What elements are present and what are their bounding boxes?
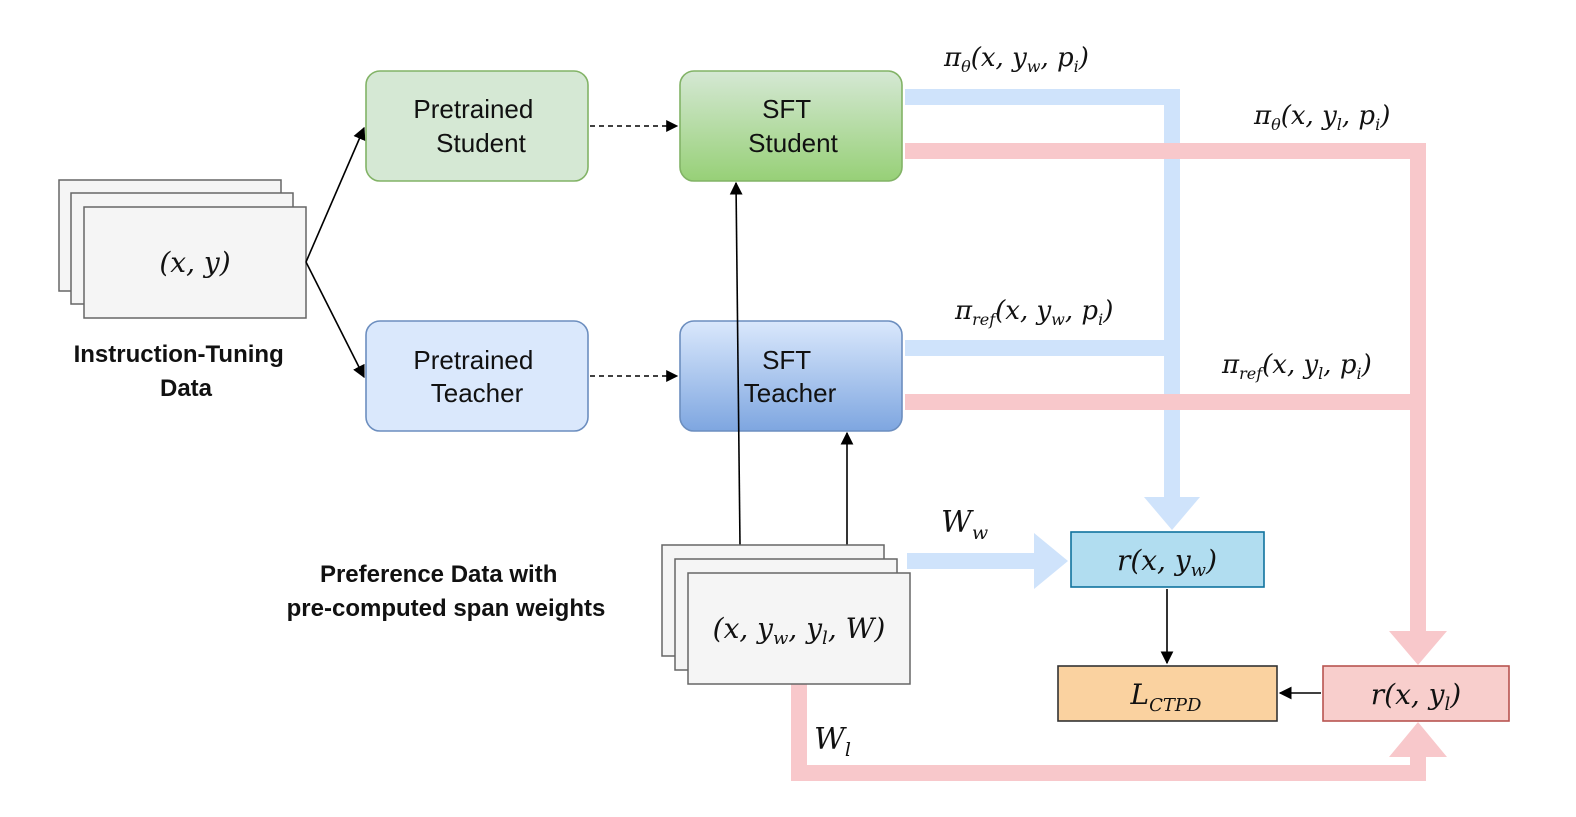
flow-arrowhead-l-bottom xyxy=(1389,722,1447,757)
preference-data-caption: Preference Data with pre-computed span w… xyxy=(287,561,606,622)
flow-arrowhead-l-top xyxy=(1389,631,1447,665)
preference-data-stack: (x, yw, yl, W) xyxy=(661,544,911,685)
flow-weight-l xyxy=(791,684,1426,781)
flow-arrowhead-weight-w xyxy=(1034,533,1068,589)
flow-pi-theta-w xyxy=(905,89,1180,505)
flow-paths xyxy=(791,89,1447,781)
sft-teacher-box: SFT Teacher xyxy=(679,320,903,432)
svg-text:Pretrained Teacher: Pretrained Teacher xyxy=(413,345,540,408)
pretrained-student-box: Pretrained Student xyxy=(365,70,589,182)
label-weight-w: Ww xyxy=(941,505,988,544)
label-pi-ref-l: πref(x, yl, pi) xyxy=(1221,350,1372,383)
reward-l-box: r(x, yl) xyxy=(1322,665,1510,722)
pretrained-teacher-box: Pretrained Teacher xyxy=(365,320,589,432)
loss-box: LCTPD xyxy=(1057,665,1278,722)
svg-text:SFT Student: SFT Student xyxy=(748,94,838,158)
reward-l-label: r(x, yl) xyxy=(1371,678,1461,715)
svg-text:SFT Teacher: SFT Teacher xyxy=(744,345,837,408)
label-pi-ref-w: πref(x, yw, pi) xyxy=(954,296,1113,329)
instruction-data-label: (x, y) xyxy=(159,246,230,279)
sft-student-box: SFT Student xyxy=(679,70,903,182)
svg-text:Pretrained Student: Pretrained Student xyxy=(413,94,540,158)
preference-data-label: (x, yw, yl, W) xyxy=(713,612,886,649)
label-pi-theta-w: πθ(x, yw, pi) xyxy=(943,43,1089,76)
label-weight-l: Wl xyxy=(814,722,851,761)
arrow-data-to-teacher xyxy=(305,261,365,379)
arrow-data-to-student xyxy=(305,126,366,263)
instruction-data-caption: Instruction-Tuning Data xyxy=(74,341,291,402)
reward-w-box: r(x, yw) xyxy=(1070,531,1265,588)
label-pi-theta-l: πθ(x, yl, pi) xyxy=(1253,101,1390,134)
arrow-pref-to-student xyxy=(729,181,743,546)
flow-pi-theta-l xyxy=(905,143,1426,640)
instruction-data-stack: (x, y) xyxy=(58,179,307,319)
flow-arrowhead-w xyxy=(1144,497,1200,530)
